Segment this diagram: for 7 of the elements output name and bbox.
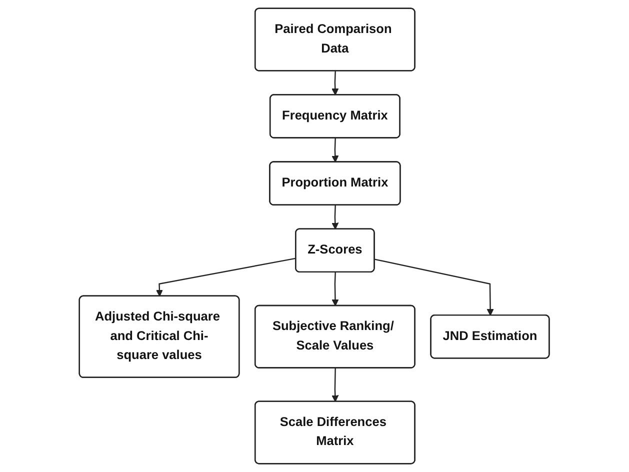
arrow xyxy=(156,258,296,297)
arrow xyxy=(332,272,339,306)
arrow xyxy=(332,71,339,96)
arrow xyxy=(332,205,339,230)
arrow xyxy=(332,138,339,162)
arrow xyxy=(332,368,339,402)
arrow xyxy=(374,258,494,316)
